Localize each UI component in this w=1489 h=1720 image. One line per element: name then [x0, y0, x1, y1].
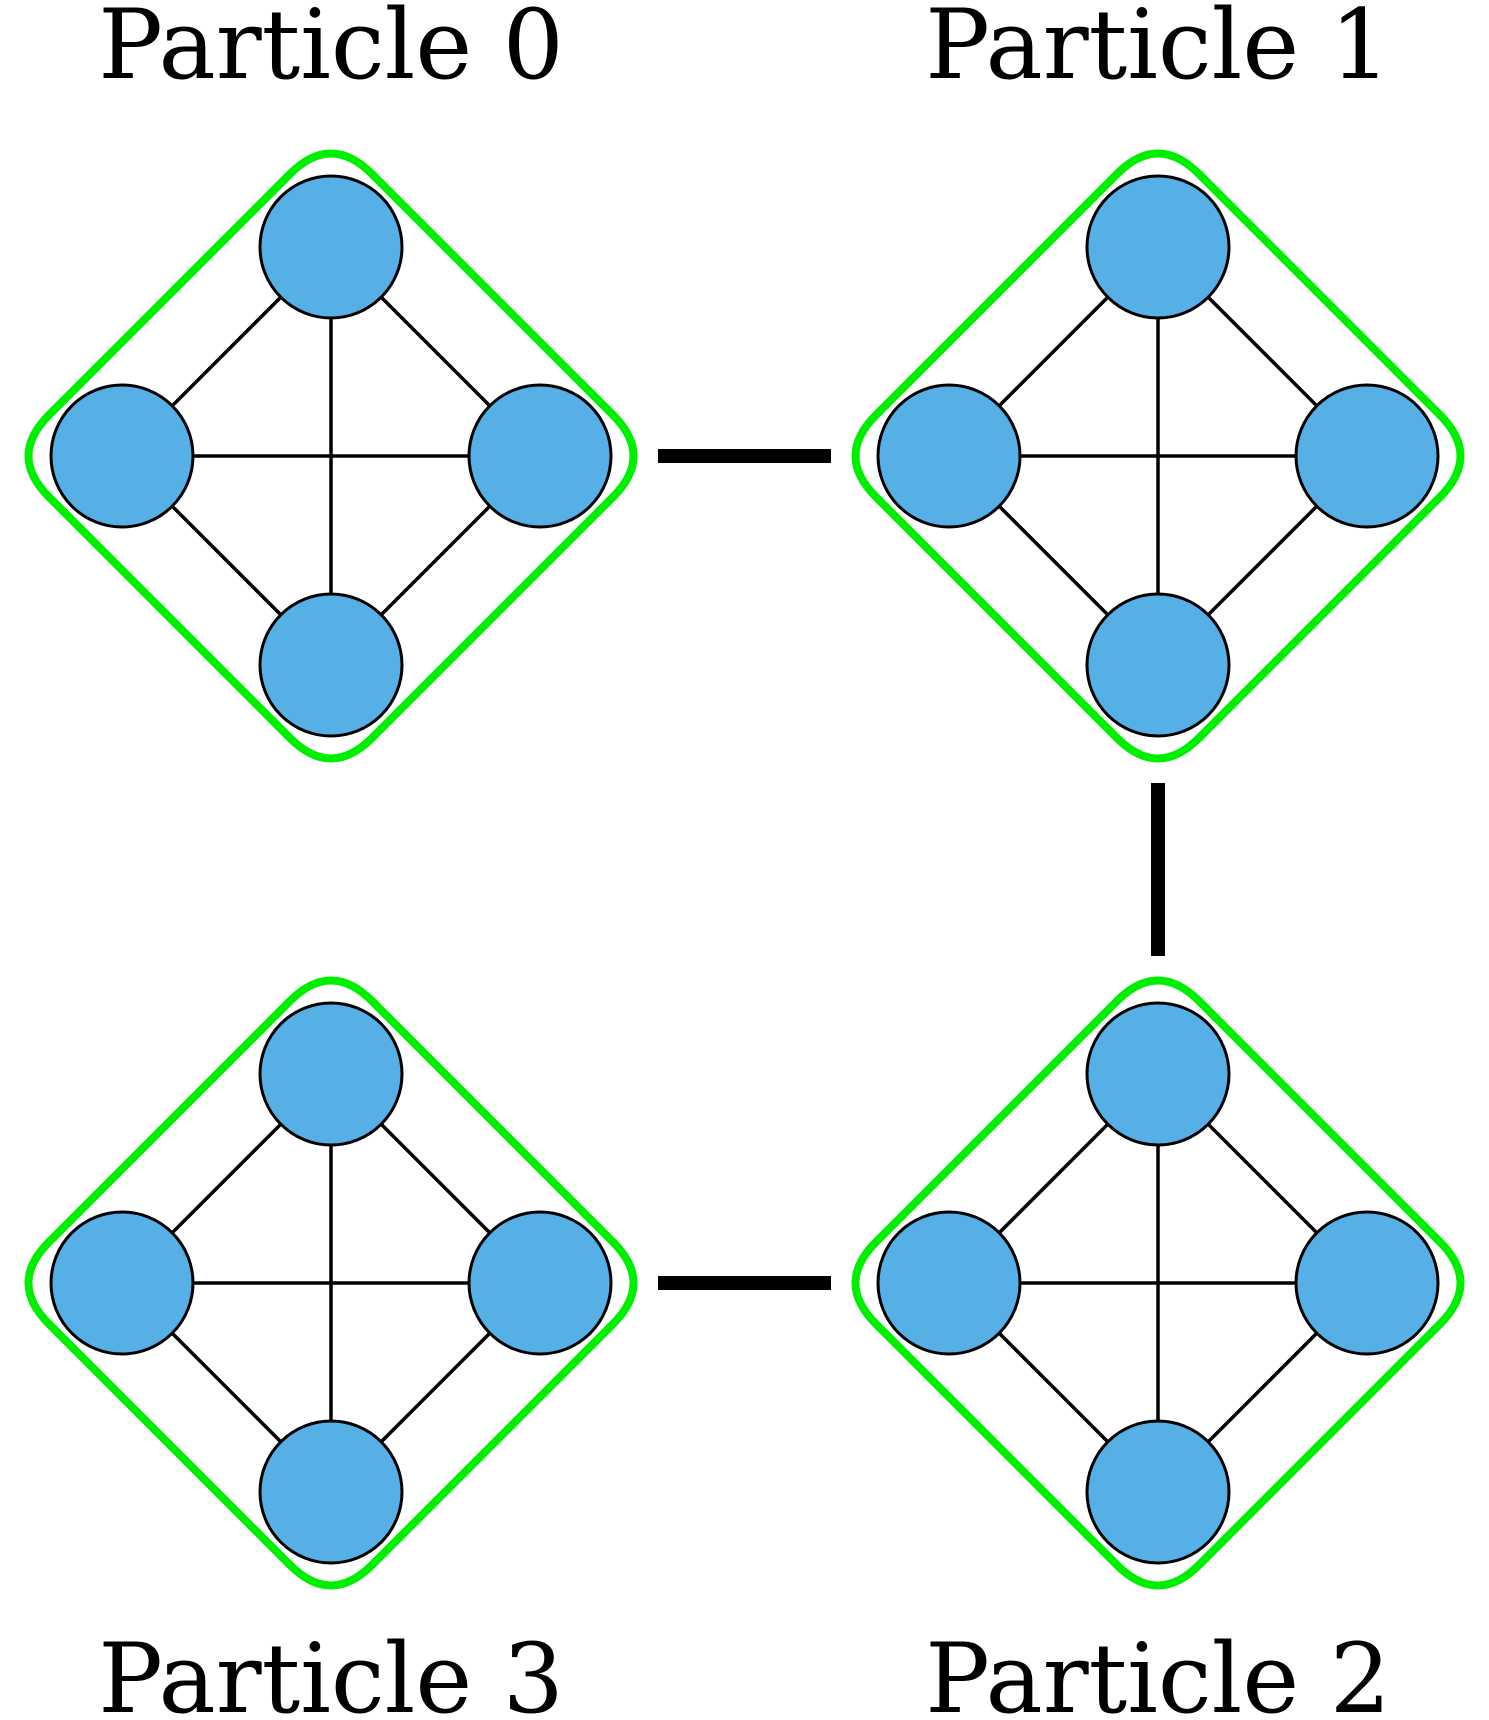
- particle-1-label: Particle 1: [925, 0, 1391, 101]
- particle-3-boundary: [24, 976, 638, 1590]
- particle-2: [851, 976, 1465, 1590]
- particle-0: [24, 149, 638, 763]
- particle-1-node-bottom: [1085, 592, 1231, 738]
- particle-0-node-top: [258, 174, 404, 320]
- particle-3-node-right: [467, 1210, 613, 1356]
- particle-0-node-right: [467, 383, 613, 529]
- particle-0-boundary: [24, 149, 638, 763]
- inter-particle-links: [658, 449, 1165, 1290]
- particle-1-node-right: [1294, 383, 1440, 529]
- particle-3-node-left: [49, 1210, 195, 1356]
- particles: [24, 149, 1465, 1590]
- particle-3-label: Particle 3: [98, 1623, 564, 1720]
- particle-2-label: Particle 2: [925, 1623, 1391, 1720]
- particle-1-node-left: [876, 383, 1022, 529]
- particle-2-boundary: [851, 976, 1465, 1590]
- particle-1: [851, 149, 1465, 763]
- particle-3-node-bottom: [258, 1419, 404, 1565]
- particle-labels: Particle 0 Particle 1 Particle 2 Particle 3: [98, 0, 1391, 1720]
- particle-1-boundary: [851, 149, 1465, 763]
- particle-2-node-left: [876, 1210, 1022, 1356]
- particle-3: [24, 976, 638, 1590]
- particle-1-node-top: [1085, 174, 1231, 320]
- particle-0-node-left: [49, 383, 195, 529]
- particle-2-node-right: [1294, 1210, 1440, 1356]
- particle-2-node-bottom: [1085, 1419, 1231, 1565]
- particle-3-node-top: [258, 1001, 404, 1147]
- particle-2-node-top: [1085, 1001, 1231, 1147]
- particle-0-label: Particle 0: [98, 0, 564, 101]
- particle-0-node-bottom: [258, 592, 404, 738]
